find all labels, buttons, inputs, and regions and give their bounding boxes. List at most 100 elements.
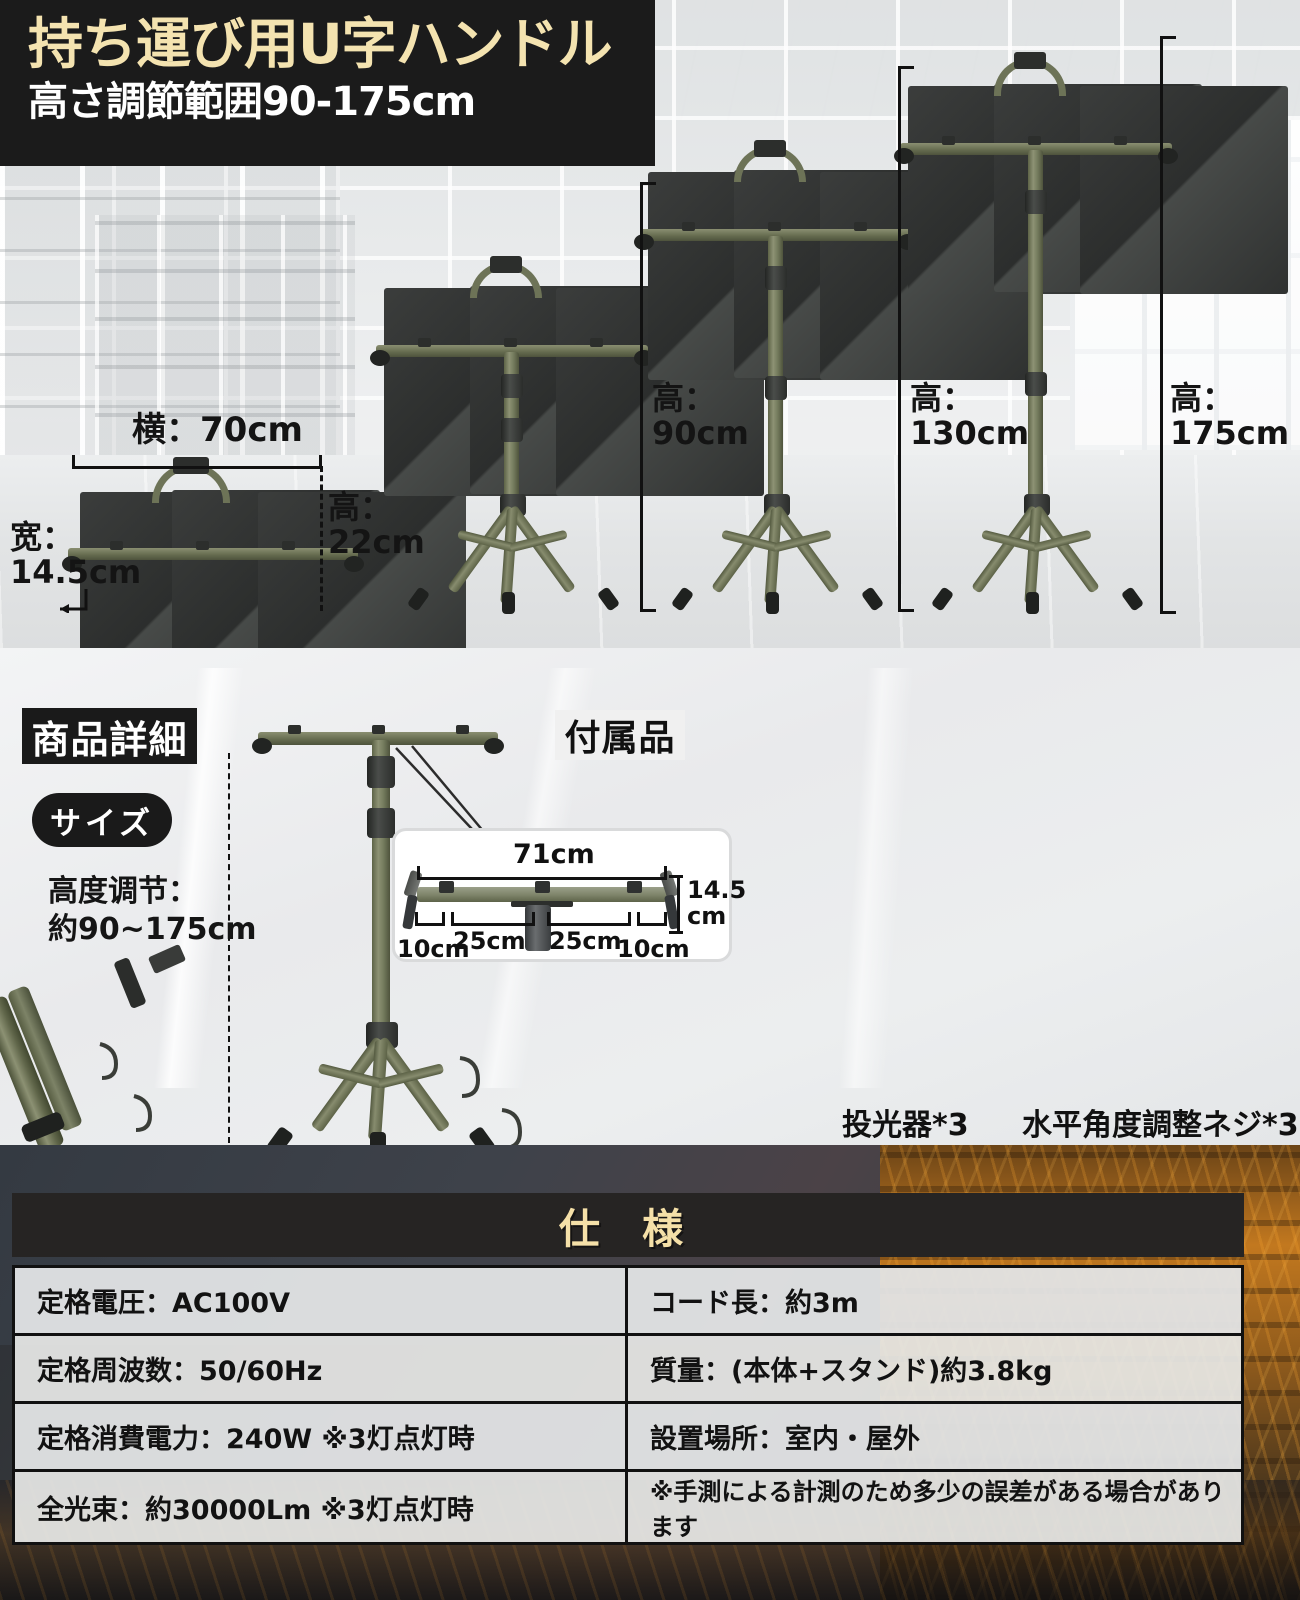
crossbar-end-cap	[370, 350, 390, 366]
accessory-caption-screws: 水平角度調整ネジ*3	[1022, 1108, 1299, 1143]
measurement-label-height-175: 高： 175cm	[1170, 379, 1290, 452]
callout-mount-plate	[511, 901, 573, 907]
adjust-knob	[682, 222, 695, 231]
pole-collar	[1024, 190, 1047, 214]
dimension-line-14-5cm	[677, 875, 680, 933]
callout-knob	[535, 881, 550, 893]
handle-grip	[173, 457, 209, 474]
dimension-label-10cm-left: 10cm	[397, 935, 470, 963]
floodlight-head	[1080, 86, 1288, 294]
crossbar-end-cap	[634, 234, 654, 250]
dimension-line-height-130	[898, 66, 901, 612]
pole-collar	[500, 374, 523, 398]
dimension-tick	[1160, 611, 1176, 614]
dimension-tick	[898, 609, 914, 612]
spec-cell-frequency: 定格周波数：50/60Hz	[15, 1336, 628, 1404]
callout-knob	[627, 881, 642, 893]
callout-crossbar	[417, 887, 667, 902]
handle-grip	[1013, 52, 1047, 69]
pole-collar	[764, 266, 787, 290]
spec-cell-voltage: 定格電圧：AC100V	[15, 1268, 628, 1336]
pole-collar	[500, 418, 523, 442]
top-hero-section: 横：70cm 宽： 14.5cm 高： 22cm	[0, 0, 1300, 648]
adjust-knob	[196, 541, 209, 550]
dimension-line-71cm	[417, 867, 667, 880]
section-heading-badge: 商品詳細	[22, 708, 197, 764]
dimension-label-14-5cm: 14.5 cm	[687, 876, 747, 931]
specifications-section: 仕 様 定格電圧：AC100V コード長：約3m 定格周波数：50/60Hz 質…	[0, 1145, 1300, 1600]
dimension-line-height-22	[320, 466, 323, 611]
telescoping-pole	[367, 740, 395, 1030]
telescoping-pole	[764, 236, 787, 502]
floodlight-head	[258, 492, 466, 648]
dimension-line-height-175	[1160, 36, 1163, 614]
measurement-label-height-90: 高： 90cm	[652, 379, 749, 452]
spec-cell-luminous-flux: 全光束：約30000Lm ※3灯点灯時	[15, 1472, 628, 1542]
dimension-tick	[669, 931, 683, 934]
dimension-line-25cm-left	[451, 913, 535, 926]
crossbar	[900, 143, 1172, 155]
dimension-tick	[669, 875, 683, 878]
crossbar-end-cap	[252, 738, 272, 754]
spec-cell-cord-length: コード長：約3m	[628, 1268, 1241, 1336]
adjust-knob	[768, 222, 781, 231]
adjust-knob	[372, 725, 385, 734]
dimension-tick	[640, 609, 656, 612]
tripod-foot	[1026, 592, 1039, 614]
adjust-knob	[418, 338, 431, 347]
adjust-knob	[1114, 136, 1127, 145]
adjust-knob	[590, 338, 603, 347]
spec-cell-measurement-note: ※手測による計測のため多少の誤差がある場合があります	[628, 1472, 1241, 1542]
measurement-label-width-70: 横：70cm	[132, 410, 303, 450]
accessory-hooks	[459, 1056, 523, 1145]
dimension-line-25cm-right	[547, 913, 631, 926]
spec-cell-weight: 質量：(本体+スタンド)約3.8kg	[628, 1336, 1241, 1404]
depth-leader-arrow	[60, 589, 88, 613]
crossbar	[640, 229, 912, 241]
adjust-knob	[942, 136, 955, 145]
adjust-knob	[288, 725, 301, 734]
handle-grip	[489, 256, 523, 273]
crossbar	[68, 548, 358, 560]
spec-cell-power: 定格消費電力：240W ※3灯点灯時	[15, 1404, 628, 1472]
crossbar-end-cap	[894, 148, 914, 164]
tripod-foot	[370, 1132, 386, 1145]
page-title: 持ち運び用U字ハンドル	[28, 12, 613, 76]
dimension-label-71cm: 71cm	[513, 839, 595, 870]
dimension-label-25cm-left: 25cm	[453, 927, 526, 955]
folded-stand-hooks	[99, 1042, 153, 1132]
dimension-line-width-70	[72, 455, 322, 469]
spec-title: 仕 様	[558, 1205, 698, 1253]
page-subtitle: 高さ調節範囲90-175cm	[28, 78, 476, 125]
crossbar-end-cap	[1158, 148, 1178, 164]
crossbar-end-cap	[484, 738, 504, 754]
adjust-knob	[854, 222, 867, 231]
spec-table: 定格電圧：AC100V コード長：約3m 定格周波数：50/60Hz 質量：(本…	[12, 1265, 1244, 1545]
product-detail-section: 商品詳細 サイズ 高度调节： 約90~175cm	[0, 648, 1300, 1145]
callout-center-hub	[525, 905, 551, 951]
spec-title-bar: 仕 様	[12, 1193, 1244, 1257]
handle-grip	[753, 140, 787, 157]
crossbar	[258, 732, 498, 745]
foot-cap	[344, 556, 364, 572]
header-banner: 持ち運び用U字ハンドル 高さ調節範囲90-175cm	[0, 0, 655, 166]
dimension-label-10cm-right: 10cm	[617, 935, 690, 963]
warehouse-shelving-left-inner	[95, 215, 355, 465]
foot-cap	[62, 556, 82, 572]
size-badge: サイズ	[32, 793, 172, 847]
adjust-knob	[456, 725, 469, 734]
measurement-label-depth-14-5: 宽： 14.5cm	[10, 518, 142, 591]
adjust-knob	[110, 541, 123, 550]
dimension-tick	[640, 182, 656, 185]
crossbar-dimension-callout: 71cm 25cm 25cm 10cm 10cm 14.5 cm	[392, 828, 746, 963]
telescoping-pole	[500, 352, 523, 502]
crossbar	[376, 345, 648, 357]
dimension-line-10cm-left	[415, 913, 445, 926]
adjust-knob	[282, 541, 295, 550]
detail-divider-dashed	[228, 753, 230, 1143]
tripod-foot	[502, 592, 515, 614]
adjust-knob	[504, 338, 517, 347]
height-adjust-text: 高度调节： 約90~175cm	[48, 874, 257, 947]
pole-collar	[1024, 372, 1047, 396]
